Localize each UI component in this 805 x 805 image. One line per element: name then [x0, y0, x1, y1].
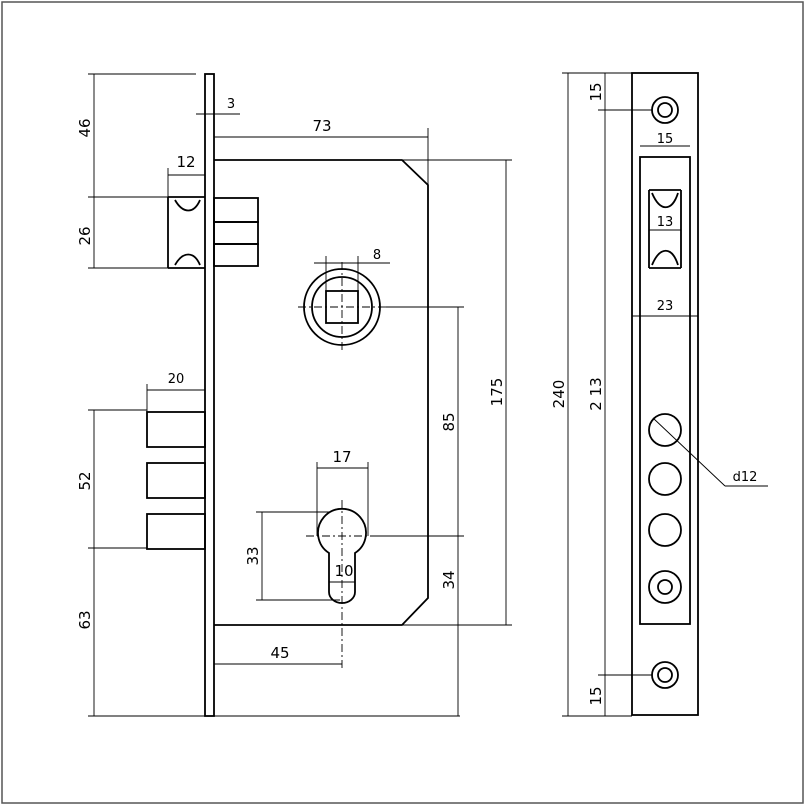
upper-deadbolts — [213, 197, 259, 267]
cylinder-hole — [306, 500, 378, 670]
latch-bolt — [167, 196, 205, 269]
dim-213: 2 13 — [587, 377, 605, 410]
lower-deadbolts — [146, 411, 206, 550]
dim-3: 3 — [227, 97, 235, 112]
dim-63: 63 — [76, 610, 94, 629]
handle-follower — [298, 262, 386, 352]
dim-8: 8 — [373, 248, 381, 263]
dim-12: 12 — [176, 153, 195, 171]
dim-240: 240 — [550, 380, 568, 409]
dim-15-top: 15 — [587, 82, 605, 101]
dim-15-inner: 15 — [657, 132, 674, 147]
dim-33: 33 — [244, 546, 262, 565]
dim-46: 46 — [76, 118, 94, 137]
dim-73: 73 — [312, 117, 331, 135]
inner-plate — [639, 156, 691, 625]
bolt-holes — [648, 413, 682, 547]
dim-d12: d12 — [733, 470, 758, 485]
screw-hole-bottom — [651, 661, 679, 689]
dim-13: 13 — [657, 215, 674, 230]
dim-175: 175 — [488, 378, 506, 407]
dim-34: 34 — [440, 570, 458, 589]
dim-10: 10 — [334, 562, 353, 580]
dimension-lines-side — [562, 72, 768, 717]
screw-hole-top — [651, 96, 679, 124]
dim-15-bottom: 15 — [587, 686, 605, 705]
faceplate — [204, 73, 215, 717]
faceplate-outline — [631, 72, 699, 716]
dim-17: 17 — [332, 448, 351, 466]
dim-20: 20 — [168, 372, 185, 387]
dim-45: 45 — [270, 644, 289, 662]
screw-hole-lower — [648, 570, 682, 604]
dimension-labels: 46 26 52 63 3 12 73 8 20 17 33 10 85 34 … — [76, 82, 757, 705]
dim-23: 23 — [657, 299, 674, 314]
lock-body — [214, 159, 429, 626]
side-view — [562, 72, 768, 717]
front-view — [88, 73, 512, 717]
dimension-lines-front — [88, 73, 512, 717]
latch-cutout — [648, 189, 682, 269]
dim-26: 26 — [76, 226, 94, 245]
dim-85: 85 — [440, 412, 458, 431]
dim-52: 52 — [76, 471, 94, 490]
